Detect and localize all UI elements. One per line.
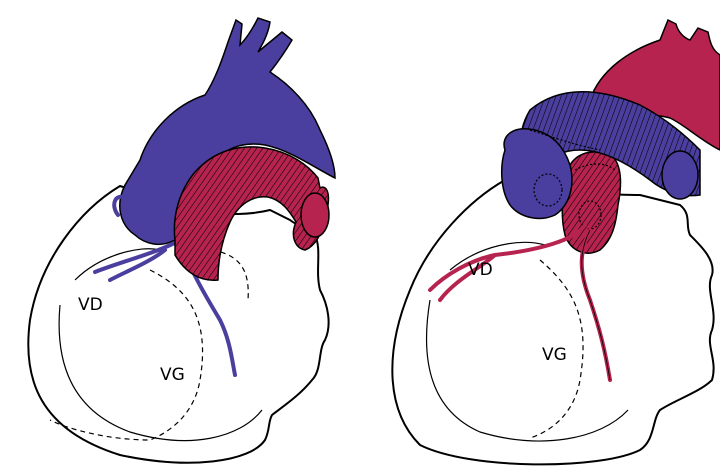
label-vg-left: VG [160, 365, 185, 385]
pulmonary-right-stump [662, 151, 698, 199]
label-vg-right: VG [542, 345, 567, 365]
septum-dashed-left [50, 270, 203, 440]
label-vd-left: VD [78, 295, 103, 315]
label-vd-right: VD [468, 260, 493, 280]
pulmonary-stump-left [301, 193, 329, 237]
heart-after-panel: VD VG [392, 20, 720, 464]
heart-outline-right [392, 180, 713, 464]
heart-before-panel: VD VG [28, 18, 335, 463]
